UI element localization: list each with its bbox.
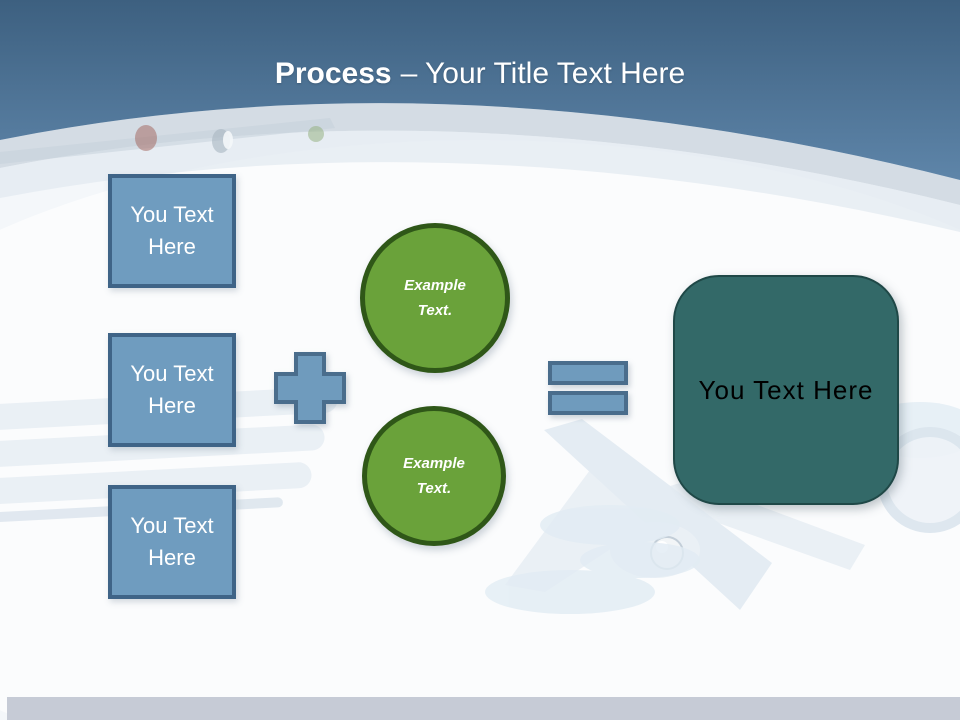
result-box: You Text Here [673,275,899,505]
input-box-2-label: You Text Here [130,361,214,418]
equals-bar-bottom [548,391,628,415]
example-circle-1: Example Text. [360,223,510,373]
equals-icon [548,361,628,415]
input-box-3: You Text Here [108,485,236,599]
streak-decoration [0,118,335,164]
example-circle-1-label: Example Text. [404,276,466,320]
equals-bar-top [548,361,628,385]
slide-title-emphasis: Process [274,57,392,90]
header-banner [0,0,960,180]
input-box-3-label: You Text Here [130,513,214,570]
slide-title-rest: – Your Title Text Here [400,57,686,90]
curve-band-light [0,130,960,232]
slide-title: Process– Your Title Text Here [0,52,960,96]
input-box-1-label: You Text Here [130,202,214,259]
result-box-label: You Text Here [698,374,874,405]
plane-detail-blobs [135,125,324,153]
plus-icon [274,352,346,424]
input-box-1: You Text Here [108,174,236,288]
footer-bar [7,697,960,720]
example-circle-2-label: Example Text. [403,454,465,498]
input-box-2: You Text Here [108,333,236,447]
example-circle-2: Example Text. [362,406,506,546]
